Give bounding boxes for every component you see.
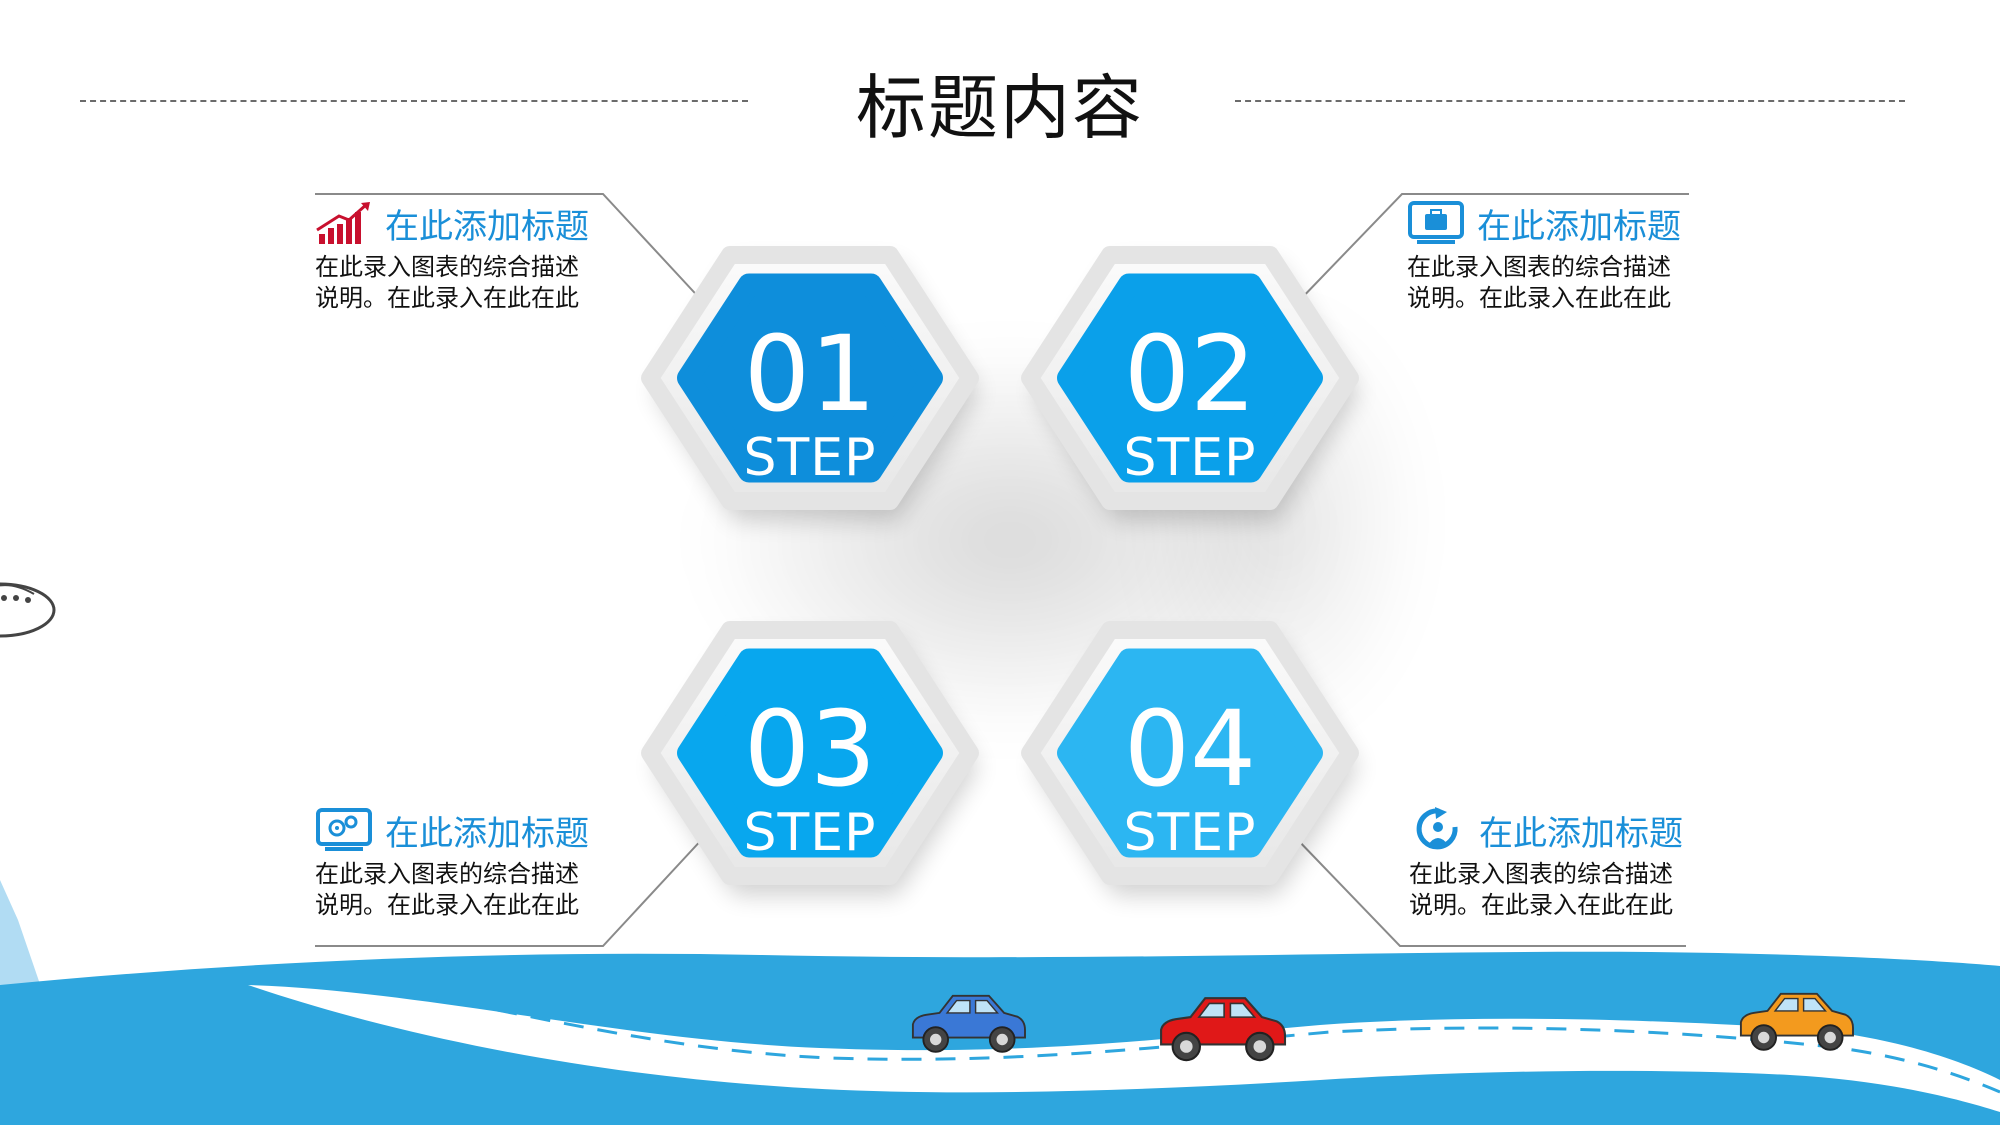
step-text: STEP (1123, 803, 1257, 863)
desc-line: 说明。在此录入在此在此 (315, 891, 579, 919)
info-description: 在此录入图表的综合描述 说明。在此录入在此在此 (1409, 859, 1729, 921)
desc-line: 说明。在此录入在此在此 (1407, 284, 1671, 312)
desc-line: 说明。在此录入在此在此 (1409, 891, 1673, 919)
bar-chart-icon (316, 202, 370, 244)
gear-monitor-icon (316, 808, 372, 851)
info-block-2: 在此添加标题 在此录入图表的综合描述 说明。在此录入在此在此 (1407, 198, 1727, 314)
step-04-label: 04 STEP (1060, 697, 1320, 859)
step-number: 04 (1123, 688, 1257, 810)
hex-step-2 (1057, 273, 1323, 483)
desc-line: 在此录入图表的综合描述 (1409, 860, 1673, 888)
step-number: 03 (743, 688, 877, 810)
info-description: 在此录入图表的综合描述 说明。在此录入在此在此 (315, 859, 635, 921)
info-block-4: 在此添加标题 在此录入图表的综合描述 说明。在此录入在此在此 (1409, 805, 1729, 921)
orange-car (1739, 992, 1854, 1051)
desc-line: 说明。在此录入在此在此 (315, 284, 579, 312)
step-03-label: 03 STEP (680, 697, 940, 859)
step-number: 01 (743, 313, 877, 435)
blue-car (911, 994, 1026, 1053)
step-text: STEP (743, 428, 877, 488)
info-heading: 在此添加标题 (385, 206, 589, 247)
hex-step-1 (677, 273, 943, 483)
hex-step-3 (677, 648, 943, 858)
step-text: STEP (743, 803, 877, 863)
desc-line: 在此录入图表的综合描述 (1407, 253, 1671, 281)
title-rule-right (1235, 100, 1905, 102)
step-02-label: 02 STEP (1060, 322, 1320, 484)
ufo-decoration (0, 582, 56, 638)
info-description: 在此录入图表的综合描述 说明。在此录入在此在此 (1407, 252, 1727, 314)
road (248, 985, 2000, 1112)
info-heading: 在此添加标题 (385, 813, 589, 854)
step-number: 02 (1123, 313, 1257, 435)
step-text: STEP (1123, 428, 1257, 488)
info-heading: 在此添加标题 (1479, 813, 1683, 854)
desc-line: 在此录入图表的综合描述 (315, 860, 579, 888)
page-title: 标题内容 (856, 67, 1144, 149)
hex-step-4 (1057, 648, 1323, 858)
step-01-label: 01 STEP (680, 322, 940, 484)
title-rule-left (80, 100, 748, 102)
info-block-1: 在此添加标题 在此录入图表的综合描述 说明。在此录入在此在此 (315, 198, 635, 314)
info-heading: 在此添加标题 (1477, 206, 1681, 247)
red-car (1160, 997, 1287, 1062)
refresh-person-icon (1416, 807, 1458, 850)
connector-lines (315, 193, 1689, 947)
light-beam (0, 880, 42, 995)
info-block-3: 在此添加标题 在此录入图表的综合描述 说明。在此录入在此在此 (315, 805, 635, 921)
info-description: 在此录入图表的综合描述 说明。在此录入在此在此 (315, 252, 635, 314)
desc-line: 在此录入图表的综合描述 (315, 253, 579, 281)
briefcase-monitor-icon (1408, 201, 1464, 244)
